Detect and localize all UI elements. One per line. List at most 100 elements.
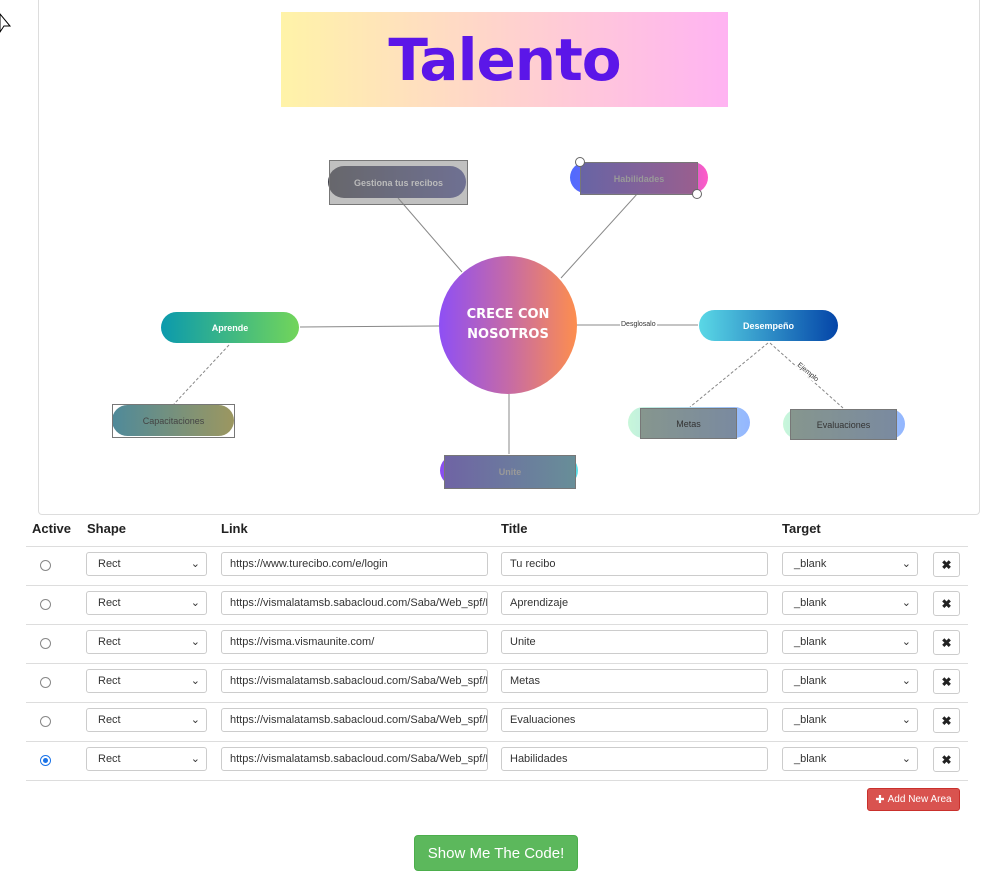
target-select[interactable]: _blank⌄ — [782, 747, 918, 771]
divider — [26, 663, 968, 664]
edge-capacitaciones — [173, 344, 230, 405]
delete-area-button[interactable]: ✖ — [933, 630, 960, 655]
edge-evaluaciones — [769, 342, 844, 409]
node-aprende: Aprende — [161, 312, 299, 343]
header-link: Link — [221, 521, 248, 536]
shape-value: Rect — [98, 675, 121, 687]
add-new-area-label: Add New Area — [887, 794, 952, 805]
shape-select[interactable]: Rect ⌄ — [86, 747, 207, 771]
resize-handle-top-left[interactable] — [575, 157, 585, 167]
shape-value: Rect — [98, 597, 121, 609]
target-select[interactable]: _blank ⌄ — [782, 669, 918, 693]
chevron-down-icon: ⌄ — [190, 675, 200, 687]
chevron-down-icon: ⌄ — [901, 753, 911, 765]
chevron-down-icon: ⌄ — [190, 753, 200, 765]
shape-select[interactable]: Rect⌄ — [86, 630, 207, 654]
chevron-down-icon: ⌄ — [190, 714, 200, 726]
target-value: _blank — [794, 597, 827, 609]
chevron-down-icon: ⌄ — [190, 597, 200, 609]
shape-value: Rect — [98, 753, 121, 765]
area-gestiona[interactable]: Gestiona tus recibos — [329, 160, 468, 205]
edge-aprende — [299, 325, 440, 328]
title-input[interactable]: Metas — [501, 669, 768, 693]
chevron-down-icon: ⌄ — [901, 636, 911, 648]
shape-value: Rect — [98, 714, 121, 726]
link-input[interactable]: https://vismalatamsb.sabacloud.com/Saba/… — [221, 747, 488, 771]
divider — [26, 624, 968, 625]
image-map-canvas[interactable] — [38, 0, 980, 515]
chevron-down-icon: ⌄ — [901, 597, 911, 609]
target-select[interactable]: _blank ⌄ — [782, 591, 918, 615]
title-input[interactable]: Unite — [501, 630, 768, 654]
title-input[interactable]: Aprendizaje — [501, 591, 768, 615]
title-input[interactable]: Evaluaciones — [501, 708, 768, 732]
diagram-connectors — [173, 192, 844, 454]
center-node-label: CRECE CON NOSOTROS — [466, 307, 550, 342]
close-icon: ✖ — [941, 557, 952, 572]
target-value: _blank — [794, 636, 827, 648]
shape-value: Rect — [98, 558, 121, 570]
close-icon: ✖ — [941, 713, 952, 728]
chevron-down-icon: ⌄ — [190, 636, 200, 648]
title-input[interactable]: Tu recibo — [501, 552, 768, 576]
edge-metas — [689, 342, 769, 408]
active-radio[interactable] — [40, 638, 51, 649]
active-radio[interactable] — [40, 755, 51, 766]
target-value: _blank — [794, 675, 827, 687]
shape-select[interactable]: Rect ⌄ — [86, 552, 207, 576]
area-evaluaciones[interactable]: Evaluaciones — [790, 409, 897, 440]
divider — [26, 702, 968, 703]
chevron-down-icon: ⌄ — [901, 558, 911, 570]
header-target: Target — [782, 521, 821, 536]
delete-area-button[interactable]: ✖ — [933, 591, 960, 616]
target-value: _blank — [794, 714, 827, 726]
active-radio[interactable] — [40, 716, 51, 727]
chevron-down-icon: ⌄ — [190, 558, 200, 570]
close-icon: ✖ — [941, 596, 952, 611]
edge-habilidades — [560, 192, 639, 279]
active-radio[interactable] — [40, 599, 51, 610]
target-select[interactable]: _blank ⌄ — [782, 708, 918, 732]
link-input[interactable]: https://visma.vismaunite.com/ — [221, 630, 488, 654]
chevron-down-icon: ⌄ — [901, 714, 911, 726]
link-input[interactable]: https://www.turecibo.com/e/login — [221, 552, 488, 576]
shape-select[interactable]: Rect ⌄ — [86, 669, 207, 693]
area-habilidades[interactable]: Habilidades — [580, 162, 698, 195]
chevron-down-icon: ⌄ — [901, 675, 911, 687]
active-radio[interactable] — [40, 677, 51, 688]
edge-gestiona — [397, 197, 463, 273]
close-icon: ✖ — [941, 635, 952, 650]
add-new-area-button[interactable]: ✚Add New Area — [867, 788, 960, 811]
edge-label-desglosalo: Desglosalo — [621, 321, 656, 328]
divider — [26, 741, 968, 742]
shape-select[interactable]: Rect ⌄ — [86, 708, 207, 732]
delete-area-button[interactable]: ✖ — [933, 708, 960, 733]
link-input[interactable]: https://vismalatamsb.sabacloud.com/Saba/… — [221, 669, 488, 693]
active-radio[interactable] — [40, 560, 51, 571]
node-desempeno: Desempeño — [699, 310, 838, 341]
resize-handle-bottom-right[interactable] — [692, 189, 702, 199]
link-input[interactable]: https://vismalatamsb.sabacloud.com/Saba/… — [221, 708, 488, 732]
shape-select[interactable]: Rect ⌄ — [86, 591, 207, 615]
area-capacitaciones[interactable]: Capacitaciones — [112, 404, 235, 438]
header-shape: Shape — [87, 521, 127, 536]
delete-area-button[interactable]: ✖ — [933, 669, 960, 694]
link-input[interactable]: https://vismalatamsb.sabacloud.com/Saba/… — [221, 591, 488, 615]
header-active: Active — [32, 521, 72, 536]
area-metas[interactable]: Metas — [640, 408, 737, 439]
plus-icon: ✚ — [875, 794, 885, 806]
mouse-cursor-icon — [0, 13, 12, 33]
node-capacitaciones — [112, 405, 234, 436]
divider — [26, 780, 968, 781]
divider — [26, 546, 968, 547]
delete-area-button[interactable]: ✖ — [933, 552, 960, 577]
area-unite[interactable]: Unite — [444, 455, 576, 489]
show-code-button[interactable]: Show Me The Code! — [414, 835, 578, 871]
center-node: CRECE CON NOSOTROS — [439, 256, 577, 394]
target-select[interactable]: _blank⌄ — [782, 552, 918, 576]
target-select[interactable]: _blank ⌄ — [782, 630, 918, 654]
close-icon: ✖ — [941, 674, 952, 689]
delete-area-button[interactable]: ✖ — [933, 747, 960, 772]
title-input[interactable]: Habilidades — [501, 747, 768, 771]
header-title: Title — [501, 521, 528, 536]
